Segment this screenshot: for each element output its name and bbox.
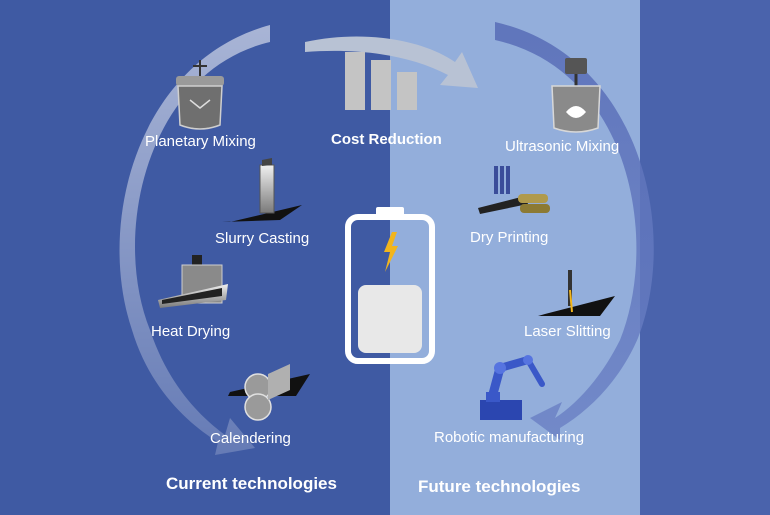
- calender-rollers-icon: [228, 364, 310, 421]
- dry-printing-icon: [478, 166, 550, 214]
- battery-icon: [345, 207, 435, 364]
- lightning-icon: [384, 232, 398, 272]
- step-planetary-mixing: Planetary Mixing: [145, 133, 256, 150]
- step-laser-slitting: Laser Slitting: [524, 323, 611, 340]
- step-robotic-manufacturing: Robotic manufacturing: [434, 429, 585, 446]
- current-cycle-arrow: [119, 25, 270, 455]
- future-cycle-arrow: [495, 22, 654, 440]
- step-dry-printing: Dry Printing: [470, 229, 549, 246]
- step-calendering: Calendering: [210, 430, 291, 447]
- bar-chart-icon: [345, 52, 417, 110]
- ultrasonic-mixer-icon: [551, 58, 601, 133]
- slurry-casting-icon: [222, 158, 302, 222]
- planetary-mixer-icon: [176, 60, 224, 130]
- future-technologies-heading: Future technologies: [418, 477, 581, 496]
- laser-slitting-icon: [538, 270, 615, 316]
- current-technologies-heading: Current technologies: [166, 474, 337, 493]
- step-ultrasonic-mixing: Ultrasonic Mixing: [505, 138, 620, 155]
- robotic-arm-icon: [480, 355, 545, 420]
- cost-reduction-arrow: [305, 36, 478, 88]
- step-slurry-casting: Slurry Casting: [215, 230, 310, 247]
- heat-dryer-icon: [158, 255, 228, 308]
- step-heat-drying: Heat Drying: [151, 323, 231, 340]
- cost-reduction-title: Cost Reduction: [331, 131, 442, 148]
- right-strip: [640, 0, 770, 515]
